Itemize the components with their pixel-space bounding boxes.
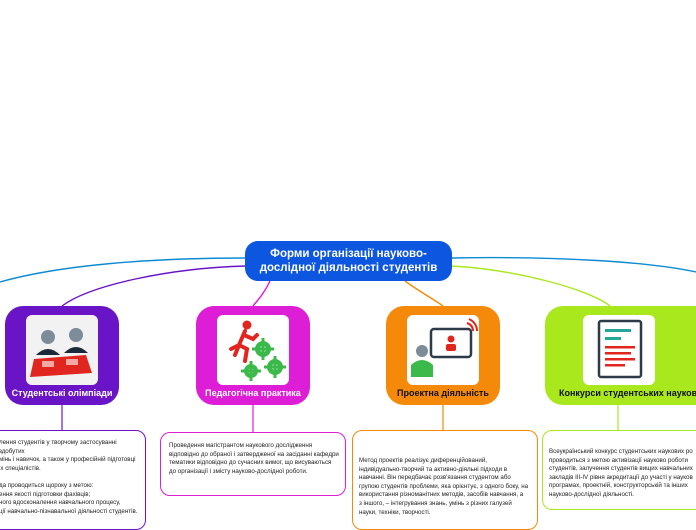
note-line: ції навчально-пізнавальної діяльності ст… <box>0 507 138 515</box>
node-label: Студентські олімпіади <box>11 388 113 398</box>
note-line: мінь і навичок, а також у професійній пі… <box>0 456 136 464</box>
note-line: закладів III-IV рівня акредитації до уча… <box>549 473 693 481</box>
branch-contests <box>451 265 611 307</box>
note-line: групою студентів проблеми, яка орієнтує,… <box>359 482 529 490</box>
note-line: ення якості підготовки фахівців; <box>0 490 91 498</box>
node-contests[interactable]: Конкурси студентських наукових робіт <box>545 306 696 405</box>
node-label: Проектна діяльність <box>397 388 489 398</box>
note-line: іх спеціалістів. <box>0 464 41 472</box>
note-line: лення студентів у творчому застосуванні … <box>0 439 117 455</box>
note-line: з іншого, – інтегрування знань, умінь з … <box>359 499 512 507</box>
note-line: науки, техніки, творчості. <box>359 508 431 516</box>
note-line: науково-дослідної діяльності. <box>549 490 634 498</box>
note-olympiads: лення студентів у творчому застосуванні … <box>0 430 146 530</box>
central-topic[interactable]: Форми організації науково-дослідної діял… <box>245 241 452 281</box>
people-at-table-icon <box>26 315 98 385</box>
node-label: Педагогічна практика <box>205 388 301 398</box>
note-line: відповідно до обраної і затвердженої на … <box>169 450 339 458</box>
note-line: Проведення магістрантом наукового дослід… <box>169 442 313 449</box>
note-line: ного вдосконалення навчального процесу, <box>0 499 121 507</box>
note-line: навчанні. Він передбачає розв'язання сту… <box>359 474 511 482</box>
central-topic-title: Форми організації науково-дослідної діял… <box>259 248 438 274</box>
node-practice[interactable]: Педагогічна практика <box>196 306 310 405</box>
branch-practice <box>252 280 271 307</box>
note-line: використання різноманітних методів, засо… <box>359 491 524 499</box>
node-olympiads[interactable]: Студентські олімпіади <box>5 306 119 405</box>
note-line: Метод проектів реалізує диференційований… <box>359 457 487 464</box>
presenter-screen-icon <box>407 315 479 385</box>
runner-gears-icon <box>217 315 289 385</box>
branch-olympiads <box>61 265 247 307</box>
branch-left-outer <box>0 257 247 283</box>
note-line: програмах, проектній, конструкторській т… <box>549 482 688 490</box>
note-line <box>0 473 139 482</box>
note-line: індивідуально-творчий та активно-діяльні… <box>359 465 508 473</box>
note-practice: Проведення магістрантом наукового дослід… <box>160 432 346 496</box>
note-line: тематики відповідно до сучасних вимог, щ… <box>169 459 332 467</box>
note-line: Всеукраїнський конкурс студентських наук… <box>549 448 693 455</box>
note-contests: Всеукраїнський конкурс студентських наук… <box>542 430 696 510</box>
note-line: студентів, залучення студентів вищих нав… <box>549 465 693 473</box>
branch-right-outer <box>451 256 696 273</box>
branch-project <box>404 280 444 307</box>
note-line: проводиться з метою активізації науково … <box>549 456 688 464</box>
note-line: до організації і змісту науково-дослідно… <box>169 467 308 475</box>
note-project: Метод проектів реалізує диференційований… <box>352 430 538 530</box>
node-project[interactable]: Проектна діяльність <box>386 306 500 405</box>
document-lines-icon <box>583 315 655 385</box>
node-label: Конкурси студентських наукових робіт <box>559 388 696 398</box>
note-line: да проводиться щороку з метою: <box>0 481 94 489</box>
